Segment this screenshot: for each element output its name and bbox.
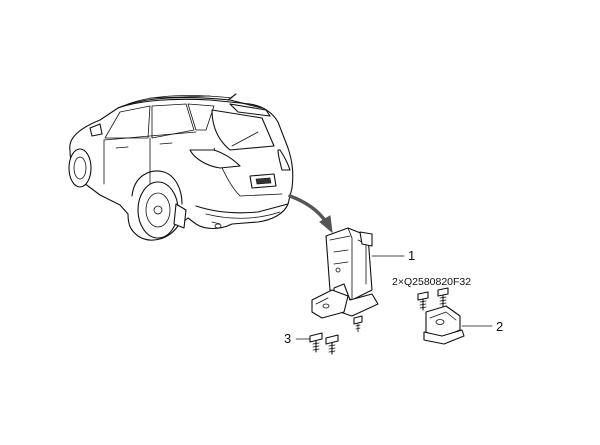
callout-part-3: 3	[284, 331, 291, 346]
screw-icon	[417, 291, 429, 311]
bolt-icon	[325, 334, 339, 355]
fastener-spec-label: 2×Q2580820F32	[392, 276, 471, 288]
arrow-pointer-icon	[288, 194, 333, 234]
bolt-icon	[309, 332, 323, 353]
screw-icon	[437, 287, 449, 307]
bracket-assembly-icon	[311, 227, 379, 333]
callout-part-1: 1	[408, 248, 415, 263]
hinge-bracket-icon	[423, 305, 465, 345]
vehicle-rear-view-icon	[68, 93, 294, 241]
callout-part-2: 2	[496, 319, 503, 334]
